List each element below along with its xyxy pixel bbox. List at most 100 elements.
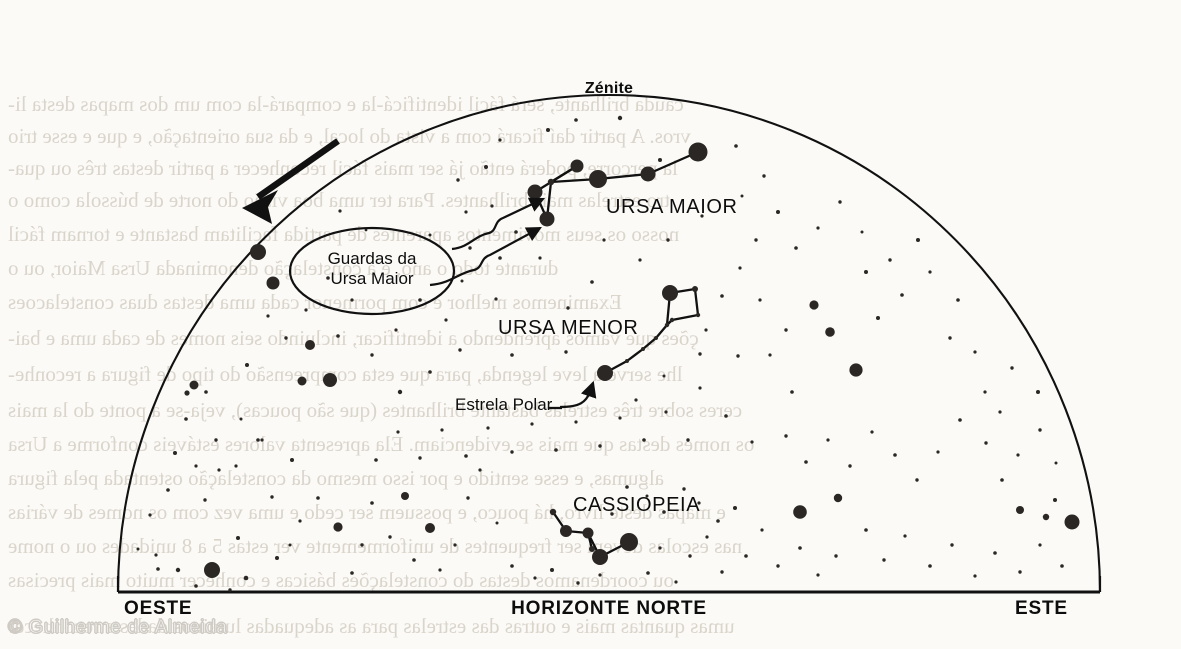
background-star <box>184 417 188 421</box>
background-star <box>166 488 170 492</box>
background-star <box>876 316 880 320</box>
background-star <box>973 574 977 578</box>
background-star <box>214 438 218 442</box>
background-star <box>928 270 932 274</box>
estrela-polar-leader-arrow <box>559 380 597 409</box>
background-star <box>790 390 794 394</box>
constellation-link <box>693 287 700 317</box>
background-star <box>625 485 629 489</box>
background-star <box>554 448 558 452</box>
background-star <box>533 576 537 580</box>
background-star <box>903 534 907 538</box>
background-star <box>950 543 954 547</box>
constellation-cassiopeia <box>549 508 638 565</box>
constellation-star <box>589 546 595 552</box>
background-star <box>256 438 260 442</box>
background-star <box>662 374 666 378</box>
background-star <box>984 441 988 445</box>
background-star <box>598 444 602 448</box>
background-star <box>428 233 432 237</box>
background-star <box>486 426 490 430</box>
background-star <box>973 350 977 354</box>
background-star <box>466 496 470 500</box>
annotation-arrows-group <box>242 138 597 410</box>
constellation-label-ursa-maior: URSA MAIOR <box>606 196 738 218</box>
background-star <box>388 535 392 539</box>
background-star <box>284 336 288 340</box>
background-star <box>809 300 819 310</box>
background-star <box>864 270 868 274</box>
background-star <box>370 501 374 505</box>
background-star <box>333 522 343 532</box>
background-star <box>468 246 472 250</box>
background-star <box>754 238 758 242</box>
background-star <box>576 581 580 585</box>
background-star <box>610 512 614 516</box>
background-star <box>1010 366 1014 370</box>
constellation-star <box>539 211 555 227</box>
constellation-link <box>641 336 658 351</box>
background-star <box>530 422 534 426</box>
constellation-star <box>662 285 678 301</box>
background-star <box>498 256 502 260</box>
background-star <box>510 564 514 568</box>
background-star <box>550 568 554 572</box>
background-star <box>440 428 444 432</box>
background-star <box>460 279 464 283</box>
background-star <box>848 464 852 468</box>
background-star <box>1016 506 1024 514</box>
background-star <box>688 554 692 558</box>
background-star <box>804 460 808 464</box>
background-star <box>776 564 780 568</box>
background-star <box>538 256 542 260</box>
background-star <box>598 573 602 577</box>
background-star <box>338 209 342 213</box>
background-star <box>682 487 686 491</box>
constellation-link <box>670 313 700 322</box>
background-star <box>217 468 221 472</box>
compass-label-horizonte-norte: HORIZONTE NORTE <box>511 598 707 619</box>
background-star <box>370 353 374 357</box>
background-star <box>484 165 488 169</box>
background-star <box>323 373 337 387</box>
direction-arrow-shaft <box>256 138 340 200</box>
background-star-field <box>136 115 1080 592</box>
constellation-link <box>533 164 579 194</box>
constellation-star <box>582 527 594 539</box>
background-star <box>1016 453 1020 457</box>
background-star <box>266 314 270 318</box>
background-star <box>418 298 422 302</box>
background-star <box>364 228 368 232</box>
background-star <box>239 417 243 421</box>
compass-label-oeste: OESTE <box>124 598 193 619</box>
background-star <box>1038 543 1042 547</box>
background-star <box>428 370 432 374</box>
background-star <box>1053 498 1057 502</box>
background-star <box>798 546 802 550</box>
background-star <box>270 495 274 499</box>
background-star <box>762 174 766 178</box>
background-star <box>464 454 468 458</box>
constellation-star <box>620 533 638 551</box>
estrela-polar-label: Estrela Polar <box>455 395 553 414</box>
background-star <box>136 547 140 551</box>
background-star <box>245 363 249 367</box>
constellation-star <box>570 159 584 173</box>
background-star <box>396 430 400 434</box>
background-star <box>849 363 863 377</box>
constellation-star <box>547 178 555 186</box>
background-star <box>697 501 701 505</box>
background-star <box>564 350 568 354</box>
background-star <box>574 118 578 122</box>
constellation-star <box>589 170 607 188</box>
background-star <box>374 458 378 462</box>
background-star <box>538 328 542 332</box>
background-star <box>948 336 952 340</box>
background-star <box>590 280 594 284</box>
constellation-ursa-menor <box>597 285 701 381</box>
background-star <box>456 178 460 182</box>
background-star <box>326 276 330 280</box>
constellation-star <box>560 525 572 537</box>
background-star <box>617 115 623 121</box>
guardas-line-1: Guardas da <box>327 249 417 268</box>
